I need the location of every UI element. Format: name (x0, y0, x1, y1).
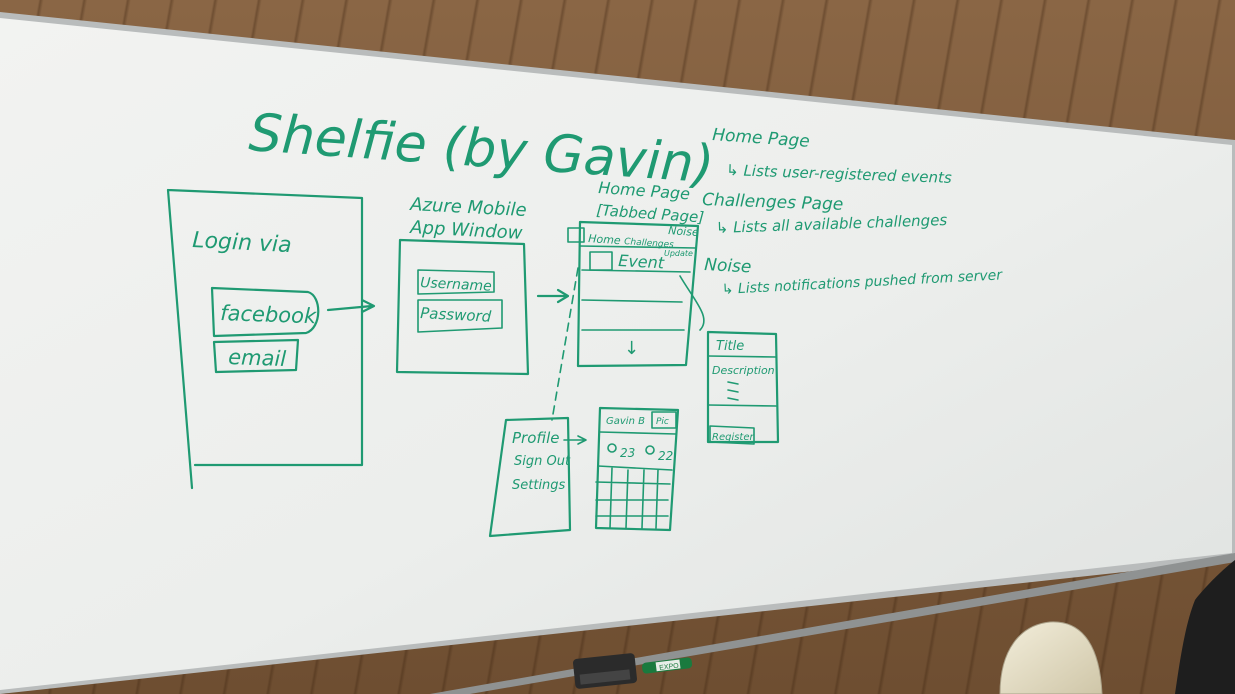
facebook-option: facebook (220, 301, 318, 328)
profile-stat-2: 22 (658, 449, 673, 463)
marker: EXPO (642, 657, 693, 674)
register-button: Register (712, 432, 755, 443)
username-field: Username (420, 275, 492, 295)
login-heading: Login via (192, 228, 293, 258)
profile-name: Gavin B (606, 416, 645, 427)
marker-brand: EXPO (659, 663, 680, 672)
email-option: email (228, 345, 287, 371)
menu-item-settings: Settings (512, 478, 566, 493)
menu-sketch: Profile Sign Out Settings (488, 416, 587, 538)
profile-sketch: Gavin B Pic 23 22 (594, 406, 680, 532)
tab-challenges: Challenges (624, 237, 675, 250)
scroll-arrow: ↓ (624, 338, 639, 359)
detail-title: Title (716, 339, 744, 354)
profile-stat-1: 23 (620, 446, 635, 460)
event-row: Event (618, 251, 665, 272)
event-detail-sketch: Title Description Register (706, 330, 780, 445)
note-3-heading: Noise (704, 255, 752, 277)
detail-description: Description (712, 364, 775, 377)
note-2-heading: Challenges Page (702, 190, 844, 215)
menu-item-sign-out: Sign Out (514, 454, 571, 469)
eraser (572, 653, 638, 689)
tab-noise: Noise (668, 224, 700, 239)
chair (999, 560, 1235, 694)
menu-item-profile: Profile (512, 429, 559, 447)
tab-home: Home (588, 232, 622, 247)
login-screen-sketch: Login via facebook email (166, 188, 376, 490)
profile-badge: Pic (656, 417, 669, 427)
event-badge: Update (664, 249, 693, 258)
home-page-sketch: Home Page [Tabbed Page] Home Challenges … (551, 178, 705, 421)
whiteboard-surface (0, 18, 1232, 690)
password-field: Password (420, 304, 492, 326)
